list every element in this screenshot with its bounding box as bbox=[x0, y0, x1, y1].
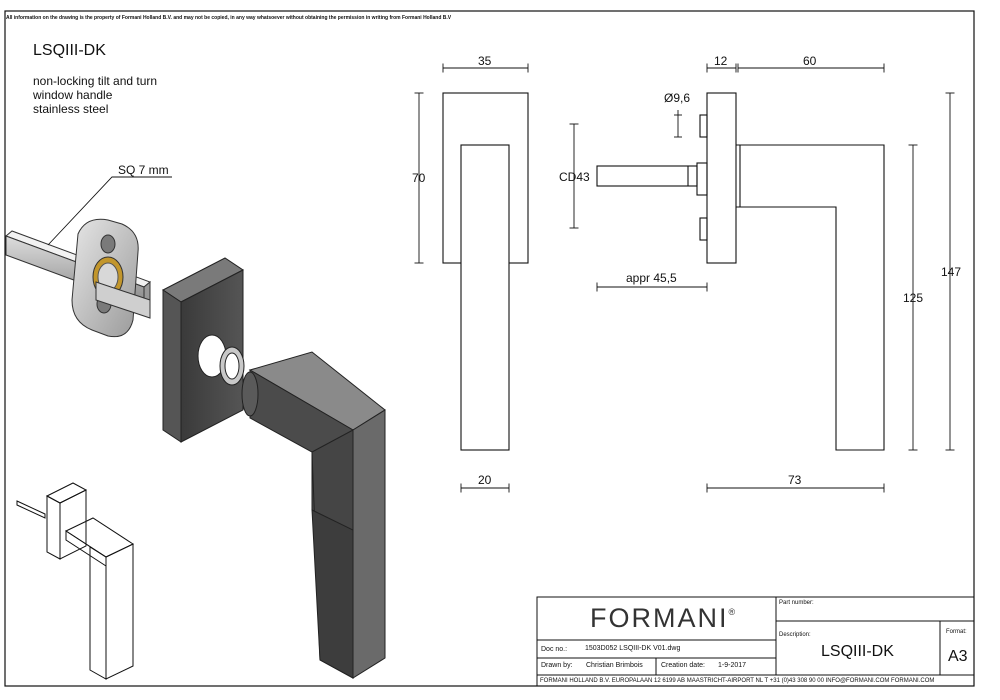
page-title: LSQIII-DK bbox=[33, 42, 106, 59]
formani-logo: FORMANI® bbox=[590, 603, 737, 634]
description-line-1: non-locking tilt and turn bbox=[33, 74, 158, 88]
registered-mark: ® bbox=[728, 607, 738, 617]
spindle-callout-leader bbox=[47, 176, 172, 246]
exploded-view bbox=[5, 176, 386, 679]
iso-thumbnail bbox=[16, 482, 135, 680]
dim-lever-width: 20 bbox=[478, 473, 492, 487]
dim-rose-height: 70 bbox=[412, 171, 426, 185]
drawn-by-value: Christian Brimbois bbox=[586, 662, 643, 669]
title-block-lines bbox=[536, 596, 975, 687]
side-spindle bbox=[596, 165, 698, 187]
front-dimension-lines bbox=[414, 63, 529, 493]
product-description: non-locking tilt and turn window handle … bbox=[33, 74, 157, 116]
back-plate bbox=[162, 257, 244, 443]
ring bbox=[219, 346, 245, 386]
description-line-2: window handle bbox=[33, 88, 113, 102]
format-value: A3 bbox=[948, 648, 968, 665]
footer-address: FORMANI HOLLAND B.V. EUROPALAAN 12 6199 … bbox=[540, 678, 935, 684]
dim-rose-width: 35 bbox=[478, 54, 492, 68]
lever-handle bbox=[241, 351, 386, 679]
side-dimension-lines bbox=[569, 63, 955, 493]
side-view bbox=[596, 92, 885, 451]
doc-no-value: 1503D052 LSQIII-DK V01.dwg bbox=[585, 645, 681, 652]
description-value: LSQIII-DK bbox=[821, 643, 894, 660]
rose-plate bbox=[71, 218, 151, 338]
dim-screw-spacing: CD43 bbox=[559, 170, 590, 184]
dim-total-height: 147 bbox=[941, 265, 962, 279]
dim-spindle-length: appr 45,5 bbox=[626, 271, 677, 285]
side-rose bbox=[706, 92, 737, 264]
logo-text: FORMANI bbox=[590, 603, 729, 633]
front-lever bbox=[460, 144, 510, 451]
creation-date-value: 1-9-2017 bbox=[718, 662, 747, 669]
dim-screw-diameter: Ø9,6 bbox=[664, 91, 691, 105]
dim-lever-height: 125 bbox=[903, 291, 924, 305]
dim-rose-thickness: 12 bbox=[714, 54, 728, 68]
copyright-notice: All information on the drawing is the pr… bbox=[6, 15, 452, 21]
dim-projection: 73 bbox=[788, 473, 802, 487]
dim-lever-depth: 60 bbox=[803, 54, 817, 68]
description-line-3: stainless steel bbox=[33, 102, 109, 116]
side-lever bbox=[736, 144, 885, 451]
drawn-by-label: Drawn by: bbox=[541, 662, 573, 669]
format-label: Format: bbox=[946, 629, 967, 635]
front-view bbox=[442, 92, 529, 451]
creation-date-label: Creation date: bbox=[661, 662, 705, 669]
doc-no-label: Doc no.: bbox=[541, 646, 568, 653]
spindle-callout: SQ 7 mm bbox=[118, 163, 169, 177]
part-number-label: Part number: bbox=[779, 600, 814, 606]
description-label: Description: bbox=[779, 632, 811, 638]
drawing-border bbox=[4, 10, 975, 687]
